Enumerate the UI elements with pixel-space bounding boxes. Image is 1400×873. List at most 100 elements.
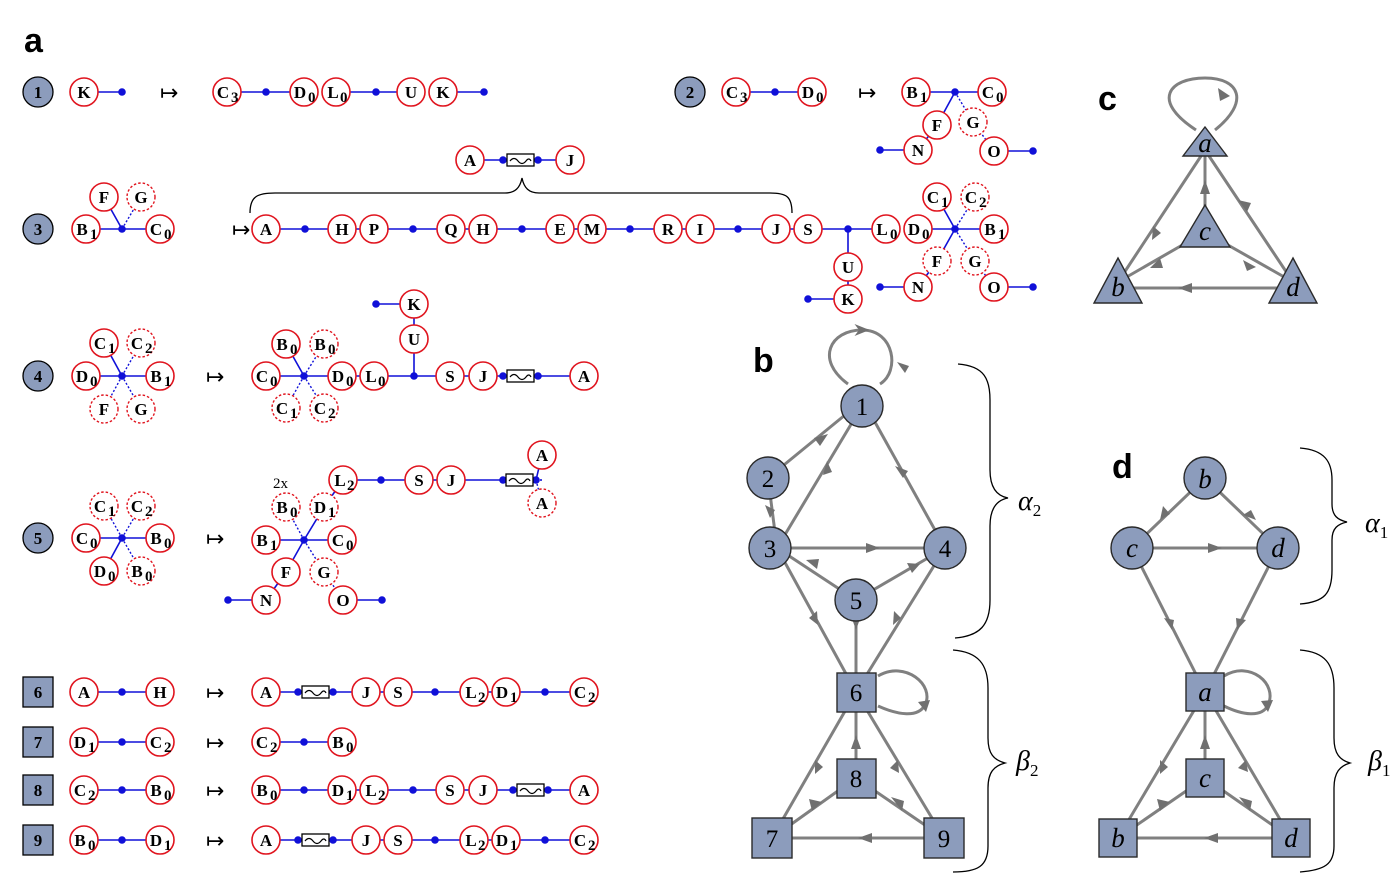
svg-text:C: C [574,831,586,850]
rule-number-9: 9 [34,831,43,850]
graph-c-node-c [1178,203,1232,248]
svg-text:U: U [405,83,417,102]
svg-text:S: S [393,831,402,850]
mapsto-1: ↦ [160,81,178,106]
svg-text:C: C [94,334,106,353]
svg-text:B: B [256,531,267,550]
graph-d-node-c-left [1110,526,1154,570]
svg-text:2: 2 [88,788,96,804]
mapsto-arrows: ↦ ↦ ↦ ↦ ↦ ↦ ↦ ↦ ↦ [160,81,876,854]
svg-text:0: 0 [346,538,354,554]
svg-text:1: 1 [90,227,98,243]
svg-text:B: B [276,498,287,517]
rule-badge-1 [22,76,54,108]
svg-text:B: B [984,220,995,239]
svg-text:C: C [314,399,326,418]
panel-label-a: a [24,22,44,60]
svg-text:D: D [150,831,162,850]
svg-text:H: H [335,220,348,239]
svg-text:0: 0 [164,227,172,243]
graph-b-node-3 [748,526,792,570]
svg-text:0: 0 [328,342,336,358]
graph-d-node-c-lower [1185,758,1225,798]
panel-label-b: b [753,342,774,380]
svg-text:0: 0 [340,90,348,106]
svg-text:S: S [445,367,454,386]
svg-text:2: 2 [328,406,336,422]
svg-text:C: C [332,531,344,550]
svg-text:F: F [99,188,109,207]
svg-text:1: 1 [88,740,96,756]
svg-text:0: 0 [108,569,116,585]
svg-text:S: S [803,220,812,239]
svg-text:1: 1 [108,504,116,520]
rule-badge-9 [22,824,54,856]
graph-d: b c d a c b d α1 β1 [1098,447,1390,873]
graph-c-arrowheads [1150,88,1256,293]
graph-d-node-label-d-right: d [1271,533,1285,563]
svg-text:C: C [256,733,268,752]
rule-number-4: 4 [34,367,43,386]
svg-text:0: 0 [922,227,930,243]
svg-text:2: 2 [145,504,153,520]
graph-b-node-6 [836,672,877,713]
graph-b-arrowheads [765,362,930,843]
svg-text:2: 2 [478,838,486,854]
graph-c-node-d [1267,256,1319,304]
svg-text:0: 0 [308,90,316,106]
svg-text:D: D [294,83,306,102]
svg-text:B: B [76,220,87,239]
svg-text:2: 2 [378,788,386,804]
svg-text:B: B [150,529,161,548]
graph-c-node-label-b: b [1111,272,1125,302]
mapsto-6: ↦ [206,681,224,706]
svg-text:0: 0 [88,838,96,854]
svg-text:U: U [842,258,854,277]
svg-text:D: D [332,781,344,800]
svg-text:1: 1 [920,90,928,106]
svg-text:0: 0 [346,740,354,756]
svg-text:J: J [362,683,371,702]
svg-text:1: 1 [108,341,116,357]
svg-text:L: L [465,683,476,702]
svg-text:C: C [76,529,88,548]
rule-badge-4 [22,360,54,392]
graph-b-node-label-5: 5 [850,588,863,615]
graph-b-node-5 [834,578,878,622]
graph-c-node-label-a: a [1198,128,1212,158]
rule-number-3: 3 [34,220,43,239]
svg-text:0: 0 [890,227,898,243]
rule-number-7: 7 [34,733,43,752]
svg-text:B: B [276,335,287,354]
svg-text:D: D [74,733,86,752]
svg-text:Q: Q [444,220,457,239]
svg-text:0: 0 [378,374,386,390]
svg-text:C: C [94,497,106,516]
svg-text:3: 3 [740,90,748,106]
graph-b-node-1 [840,384,884,428]
rule-number-2: 2 [686,83,695,102]
graph-c-node-label-c: c [1199,216,1211,246]
graph-b-node-7 [751,817,793,859]
svg-text:2: 2 [588,838,596,854]
svg-text:F: F [281,563,291,582]
svg-text:K: K [407,295,421,314]
svg-text:K: K [841,290,855,309]
svg-text:H: H [476,220,489,239]
svg-text:L: L [365,781,376,800]
svg-text:B: B [906,83,917,102]
svg-text:A: A [536,446,549,465]
graph-b-alpha-label: α2 [1018,486,1041,520]
svg-text:2: 2 [979,195,987,211]
svg-text:C: C [74,781,86,800]
svg-text:1: 1 [346,788,354,804]
svg-text:L: L [334,471,345,490]
svg-text:A: A [536,494,549,513]
svg-text:0: 0 [270,788,278,804]
svg-text:G: G [134,188,147,207]
svg-text:A: A [260,220,273,239]
